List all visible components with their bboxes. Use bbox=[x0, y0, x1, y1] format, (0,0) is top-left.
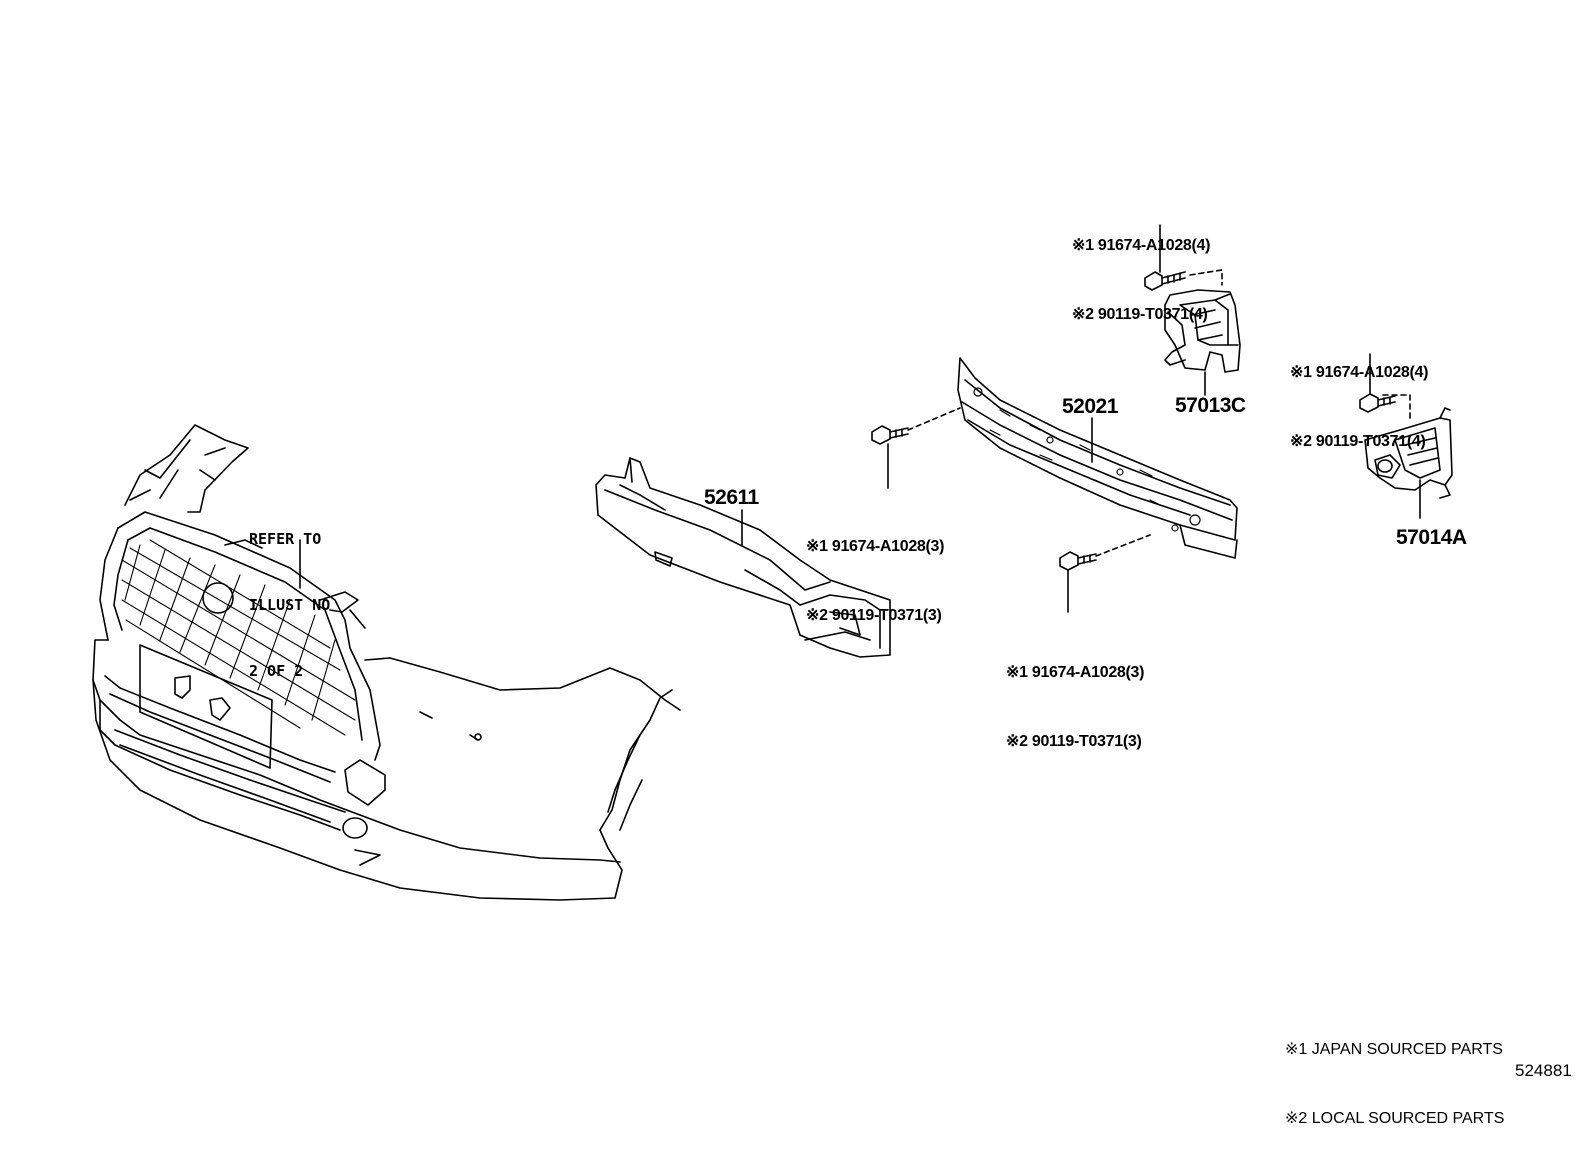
legend: ※1 JAPAN SOURCED PARTS ※2 LOCAL SOURCED … bbox=[1285, 992, 1504, 1153]
legend-japan-sourced: ※1 JAPAN SOURCED PARTS bbox=[1285, 1041, 1503, 1058]
bumper-cover-illustration bbox=[93, 425, 680, 900]
reinforcement-52021-illustration bbox=[958, 358, 1237, 558]
bolt-label-right-1[interactable]: ※1 91674-A1028(4) bbox=[1290, 364, 1429, 381]
bolt-label-right-2[interactable]: ※2 90119-T0371(4) bbox=[1290, 433, 1426, 450]
part-label-52611[interactable]: 52611 bbox=[704, 486, 759, 509]
bolt-label-mid-left: ※1 91674-A1028(3) ※2 90119-T0371(3) bbox=[806, 489, 944, 650]
bolt-mid-lower bbox=[1060, 535, 1150, 570]
bolt-label-right: ※1 91674-A1028(4) ※2 90119-T0371(4) bbox=[1290, 315, 1428, 476]
refer-note-line-2: ILLUST NO bbox=[249, 596, 331, 614]
bolt-label-mid-lower-2[interactable]: ※2 90119-T0371(3) bbox=[1006, 733, 1142, 750]
parts-diagram bbox=[0, 0, 1592, 1099]
part-label-52021[interactable]: 52021 bbox=[1062, 395, 1118, 418]
bracket-57014A-illustration bbox=[1365, 395, 1452, 498]
part-label-57013C[interactable]: 57013C bbox=[1175, 394, 1246, 417]
bolt-label-top-center-1[interactable]: ※1 91674-A1028(4) bbox=[1072, 237, 1211, 254]
illustration-number: 524881 bbox=[1515, 1061, 1572, 1080]
bolt-label-mid-left-2[interactable]: ※2 90119-T0371(3) bbox=[806, 607, 942, 624]
bolt-label-mid-left-1[interactable]: ※1 91674-A1028(3) bbox=[806, 538, 945, 555]
part-label-57014A[interactable]: 57014A bbox=[1396, 526, 1467, 549]
bolt-label-top-center: ※1 91674-A1028(4) ※2 90119-T0371(4) bbox=[1072, 188, 1210, 349]
bolt-top-center bbox=[1145, 272, 1185, 290]
refer-note-line-3: 2 OF 2 bbox=[249, 662, 304, 680]
refer-note-line-1: REFER TO bbox=[249, 530, 322, 548]
bolt-mid-left bbox=[872, 408, 960, 444]
refer-note: REFER TO ILLUST NO 2 OF 2 bbox=[249, 484, 330, 704]
bolt-label-mid-lower: ※1 91674-A1028(3) ※2 90119-T0371(3) bbox=[1006, 615, 1144, 776]
bolt-label-mid-lower-1[interactable]: ※1 91674-A1028(3) bbox=[1006, 664, 1145, 681]
bolt-label-top-center-2[interactable]: ※2 90119-T0371(4) bbox=[1072, 306, 1208, 323]
bracket-57013C-illustration bbox=[1165, 270, 1240, 372]
absorber-52611-illustration bbox=[596, 458, 890, 657]
legend-local-sourced: ※2 LOCAL SOURCED PARTS bbox=[1285, 1110, 1505, 1127]
